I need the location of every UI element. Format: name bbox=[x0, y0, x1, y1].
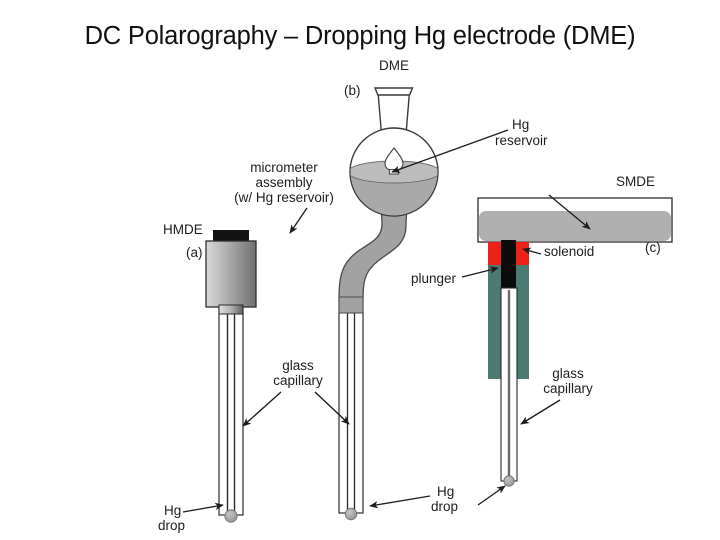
label-hg-drop-left-line2: drop bbox=[158, 518, 186, 533]
smde-solenoid-right bbox=[516, 242, 529, 265]
label-hg-drop-mid-line1: Hg bbox=[437, 484, 455, 499]
smde-solenoid-left bbox=[488, 242, 501, 265]
label-micrometer-line3: (w/ Hg reservoir) bbox=[234, 190, 334, 205]
label-dme: DME bbox=[379, 58, 409, 73]
hmde-body bbox=[205, 240, 257, 308]
arrow-micrometer bbox=[289, 207, 308, 234]
arrow-hg-drop-left bbox=[182, 502, 224, 513]
arrow-plunger bbox=[461, 266, 499, 278]
label-hg-drop-left-line1: Hg bbox=[164, 503, 182, 518]
arrow-hg-drop-smde bbox=[477, 485, 506, 506]
label-micrometer-line1: micrometer bbox=[250, 160, 318, 175]
micrometer-cap bbox=[213, 230, 249, 241]
dme-flask-lip bbox=[373, 87, 414, 96]
label-smde: SMDE bbox=[616, 174, 656, 189]
arrow-hg-drop-dme bbox=[369, 495, 431, 509]
label-hg-drop-mid-line2: drop bbox=[431, 499, 459, 514]
hmde-capillary-collar bbox=[218, 304, 244, 315]
label-hg-reservoir-line1: Hg bbox=[512, 117, 530, 132]
dme-hg-drop bbox=[344, 507, 358, 521]
page-title: DC Polarography – Dropping Hg electrode … bbox=[84, 22, 636, 50]
hmde-hg-drop bbox=[224, 509, 238, 523]
smde-plunger bbox=[501, 240, 516, 289]
label-solenoid: solenoid bbox=[544, 244, 595, 259]
arrow-glass-capillary-right bbox=[314, 391, 350, 425]
arrow-glass-capillary-smde bbox=[520, 399, 561, 425]
leader-lines bbox=[182, 129, 591, 513]
label-hg-reservoir-line2: reservoir bbox=[495, 133, 548, 148]
arrow-hg-reservoir-smde bbox=[548, 194, 591, 230]
label-glass-capillary-right-line1: glass bbox=[552, 366, 584, 381]
hmde-glass-capillary bbox=[218, 306, 244, 516]
label-glass-capillary-right-line2: capillary bbox=[543, 381, 593, 396]
label-tag-a: (a) bbox=[186, 245, 203, 260]
label-glass-capillary-left-line2: capillary bbox=[273, 373, 323, 388]
label-tag-b: (b) bbox=[344, 83, 361, 98]
arrow-solenoid bbox=[522, 247, 542, 255]
smde-hg-drop bbox=[503, 475, 515, 487]
dme-capillary-collar bbox=[338, 296, 364, 314]
smde-hg-reservoir-fill bbox=[479, 211, 671, 241]
smde-assembly bbox=[477, 197, 673, 487]
label-glass-capillary-left-line1: glass bbox=[282, 358, 314, 373]
label-hmde: HMDE bbox=[163, 222, 203, 237]
label-plunger: plunger bbox=[411, 271, 457, 286]
label-tag-c: (c) bbox=[645, 240, 661, 255]
dme-assembly bbox=[338, 87, 439, 521]
label-micrometer-line2: assembly bbox=[255, 175, 313, 190]
arrow-hg-reservoir bbox=[391, 129, 509, 173]
arrow-glass-capillary-left bbox=[242, 391, 282, 427]
dme-glass-capillary bbox=[338, 299, 364, 514]
hmde-assembly bbox=[205, 230, 257, 523]
